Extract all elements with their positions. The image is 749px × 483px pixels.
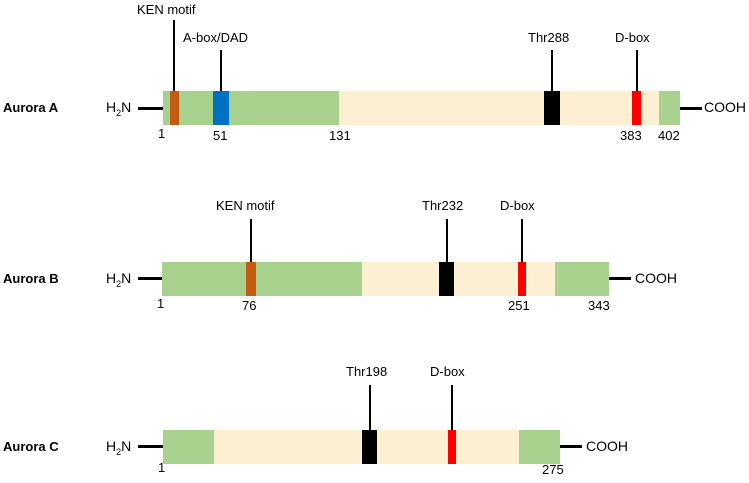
aurora-b-n-terminus: H2N: [106, 270, 132, 289]
aurora-a-pos-383: 383: [620, 128, 642, 143]
aurora-c-thr-line: [369, 385, 371, 430]
aurora-a-abox-label: A-box/DAD: [183, 30, 249, 45]
aurora-a-n-linker: [138, 107, 163, 110]
aurora-b-pos-start: 1: [157, 296, 165, 311]
aurora-b-kinase-domain: [362, 262, 555, 296]
aurora-b-dbox: [518, 262, 526, 296]
aurora-b-ken-motif: [246, 262, 256, 296]
aurora-c-n-linker: [138, 445, 163, 448]
aurora-a-abox-dad: [213, 91, 229, 125]
aurora-c-c-terminus: COOH: [586, 438, 628, 454]
aurora-a-ken-label: KEN motif: [137, 2, 196, 17]
aurora-b-ken-label: KEN motif: [216, 198, 275, 213]
aurora-b-name: Aurora B: [3, 271, 59, 286]
aurora-a-pos-131: 131: [329, 128, 351, 143]
aurora-a-thr288: [544, 91, 560, 125]
aurora-b-c-terminus: COOH: [635, 270, 677, 286]
aurora-b-thr232: [439, 262, 454, 296]
aurora-a-bar: [163, 91, 680, 125]
aurora-b-ken-line: [250, 219, 252, 262]
aurora-b-pos-251: 251: [508, 298, 530, 313]
aurora-c-name: Aurora C: [3, 439, 59, 454]
aurora-b-n-linker: [138, 277, 162, 280]
aurora-b-thr-label: Thr232: [422, 198, 464, 213]
aurora-c-dbox-label: D-box: [430, 364, 465, 379]
aurora-a-pos-end: 402: [658, 128, 680, 143]
aurora-b-thr-line: [446, 219, 448, 262]
aurora-b-bar: [162, 262, 609, 296]
aurora-b-dbox-label: D-box: [500, 198, 535, 213]
aurora-a-c-linker: [680, 107, 702, 110]
aurora-c-thr198: [362, 430, 377, 464]
aurora-c-pos-end: 275: [542, 462, 564, 477]
aurora-a-kinase-domain: [339, 91, 659, 125]
aurora-c-c-linker: [560, 445, 582, 448]
aurora-b-c-linker: [609, 277, 631, 280]
aurora-a-abox-line: [220, 50, 222, 91]
aurora-c-n-terminus: H2N: [106, 438, 132, 457]
aurora-a-name: Aurora A: [3, 100, 59, 115]
aurora-a-ken-motif: [170, 91, 179, 125]
aurora-a-pos-start: 1: [158, 126, 166, 141]
aurora-a-pos-51: 51: [213, 128, 228, 143]
aurora-a-ken-line: [173, 20, 175, 91]
aurora-c-dbox-line: [451, 385, 453, 430]
aurora-c-pos-start: 1: [158, 460, 166, 475]
aurora-a-n-terminus: H2N: [106, 99, 132, 118]
aurora-c-dbox: [448, 430, 456, 464]
aurora-c-bar: [163, 430, 560, 464]
aurora-a-dbox-label: D-box: [615, 30, 650, 45]
aurora-b-pos-76: 76: [242, 298, 257, 313]
aurora-c-thr-label: Thr198: [346, 364, 388, 379]
aurora-b-pos-end: 343: [588, 298, 610, 313]
aurora-a-thr-label: Thr288: [528, 30, 570, 45]
aurora-a-thr-line: [551, 50, 553, 91]
aurora-a-dbox-line: [636, 50, 638, 91]
aurora-a-c-terminus: COOH: [704, 99, 746, 115]
aurora-b-dbox-line: [521, 219, 523, 262]
aurora-a-dbox: [632, 91, 641, 125]
